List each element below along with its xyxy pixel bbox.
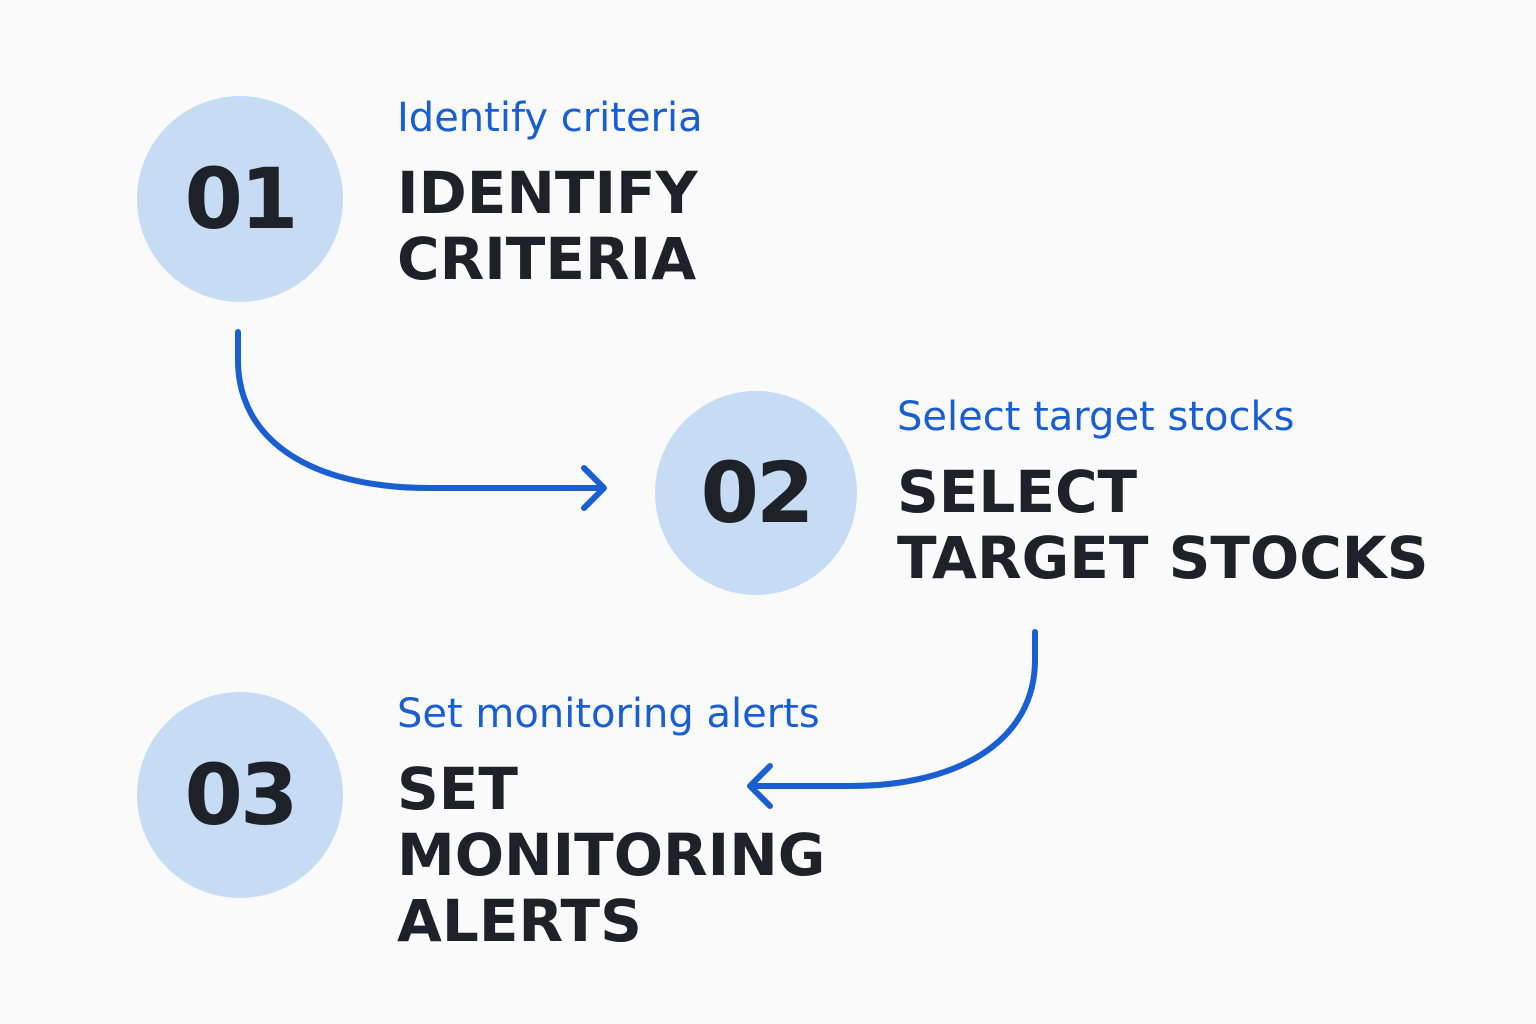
step-3-number: 03 — [184, 746, 299, 844]
arrowhead-step2 — [581, 465, 607, 511]
step-2-title: SELECT TARGET STOCKS — [897, 458, 1429, 592]
arrowhead-step3 — [747, 763, 773, 809]
step-3-title: SET MONITORING ALERTS — [397, 755, 826, 955]
step-3-circle: 03 — [137, 692, 343, 898]
arrow-step2-to-step3 — [749, 629, 1038, 789]
arrow-step1-to-step2 — [235, 329, 605, 491]
step-2-number: 02 — [700, 444, 815, 542]
step-3-text: Set monitoring alerts SET MONITORING ALE… — [397, 690, 825, 954]
step-2-text: Select target stocks SELECT TARGET STOCK… — [897, 393, 1429, 591]
step-3-subtitle: Set monitoring alerts — [397, 691, 820, 737]
step-2-circle: 02 — [655, 391, 857, 595]
step-1-title: IDENTIFY CRITERIA — [397, 159, 698, 293]
step-1-circle: 01 — [137, 96, 343, 302]
step-2-subtitle: Select target stocks — [897, 394, 1295, 440]
step-1-number: 01 — [184, 150, 299, 248]
step-1-text: Identify criteria IDENTIFY CRITERIA — [397, 94, 703, 292]
step-1-subtitle: Identify criteria — [397, 95, 703, 141]
